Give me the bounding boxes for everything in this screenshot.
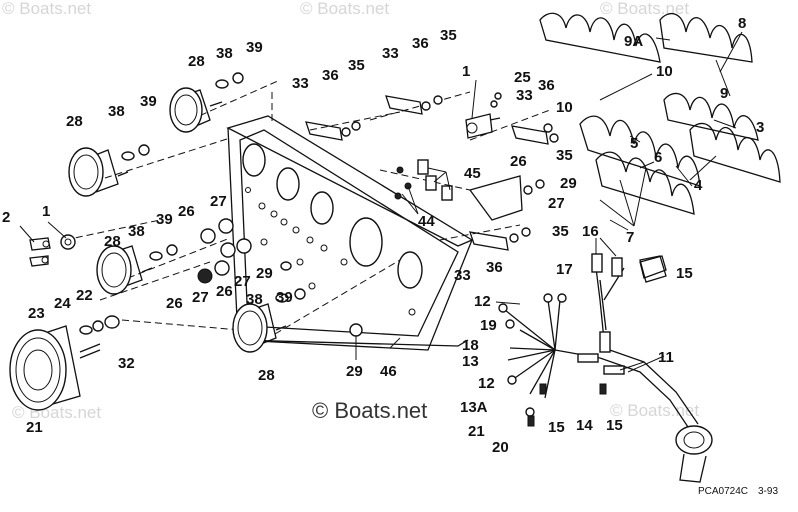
callout-13: 12 — [474, 293, 491, 310]
watermark-top-center: © Boats.net — [300, 0, 389, 18]
callout-6: 6 — [654, 149, 662, 166]
callout-20: 18 — [462, 337, 479, 354]
callout-22: 20 — [492, 439, 509, 456]
callout-38: 35 — [552, 223, 569, 240]
watermark-bottom-right: © Boats.net — [610, 401, 699, 420]
callout-45: 46 — [380, 363, 397, 380]
callout-1: 1 — [42, 203, 50, 220]
callout-40: 38 — [216, 45, 233, 62]
toggle-switches — [394, 159, 453, 201]
dash-panel — [226, 115, 474, 351]
callout-36: 28 — [66, 113, 83, 130]
callout-36: 28 — [258, 367, 275, 384]
callout-36: 28 — [104, 233, 121, 250]
callout-40: 38 — [108, 103, 125, 120]
callout-39: 36 — [322, 67, 339, 84]
callout-16: 15 — [606, 417, 623, 434]
callout-43: 44 — [418, 213, 435, 230]
callout-15: 14 — [576, 417, 593, 434]
gauge-36-top — [169, 87, 223, 133]
callout-21: 19 — [480, 317, 497, 334]
callout-33: 27 — [192, 289, 209, 306]
callout-23: 21 — [468, 423, 485, 440]
alignment-lines — [64, 79, 551, 335]
callout-38: 35 — [556, 147, 573, 164]
callout-27: 24 — [54, 295, 71, 312]
callout-9A: 9A — [624, 33, 643, 50]
gauge-36-middle — [96, 245, 153, 295]
callout-9: 9 — [720, 85, 728, 102]
callout-25: 22 — [76, 287, 93, 304]
callout-41: 39 — [276, 289, 293, 306]
callout-38: 35 — [440, 27, 457, 44]
callout-39: 36 — [486, 259, 503, 276]
callout-33: 27 — [234, 273, 251, 290]
callout-29: 32 — [118, 355, 135, 372]
retainer-clip — [639, 255, 667, 279]
callout-40: 38 — [128, 223, 145, 240]
callout-17: 15 — [676, 265, 693, 282]
leader-lines — [19, 31, 743, 373]
callout-16: 15 — [548, 419, 565, 436]
ignition-switch — [29, 113, 501, 267]
callout-30: 29 — [560, 175, 577, 192]
callout-13: 12 — [478, 375, 495, 392]
callout-12: 11 — [658, 349, 674, 366]
bulbs-sockets — [79, 72, 363, 337]
callout-37: 33 — [516, 87, 533, 104]
callout-39: 36 — [412, 35, 429, 52]
watermark-main: © Boats.net — [312, 398, 427, 423]
callout-13A: 13A — [460, 399, 488, 416]
revision-label: 3-93 — [758, 486, 778, 497]
callout-7: 7 — [626, 229, 634, 246]
grommets — [197, 218, 252, 284]
callout-44: 45 — [464, 165, 481, 182]
callout-4: 4 — [694, 177, 703, 194]
callout-33: 27 — [210, 193, 227, 210]
callout-19: 17 — [556, 261, 573, 278]
callout-37: 33 — [382, 45, 399, 62]
drawing-code: PCA0724C — [698, 486, 748, 497]
callout-37: 33 — [454, 267, 471, 284]
callout-11: 10 — [556, 99, 573, 116]
watermark-top-left: © Boats.net — [2, 0, 91, 18]
callout-8: 8 — [738, 15, 746, 32]
callout-39: 36 — [538, 77, 555, 94]
callout-28: 26 — [510, 153, 527, 170]
callout-41: 39 — [140, 93, 157, 110]
callout-36: 28 — [188, 53, 205, 70]
callout-labels: 28 38 39 38 39 28 2 1 26 27 39 38 28 26 … — [2, 15, 764, 456]
gauge-36-bottom — [232, 303, 287, 353]
mounting-brackets — [305, 92, 559, 251]
callout-29: 27 — [548, 195, 565, 212]
wire-harness — [498, 253, 713, 483]
callout-40: 38 — [246, 291, 263, 308]
callout-31: 25 — [514, 69, 531, 86]
callout-18: 16 — [582, 223, 599, 240]
callout-32: 26 — [216, 283, 233, 300]
callout-41: 39 — [156, 211, 173, 228]
callout-10: 10 — [656, 63, 673, 80]
tachometer-24 — [9, 325, 101, 411]
callout-2: 2 — [2, 209, 10, 226]
cover-frames — [539, 12, 781, 227]
callout-41: 39 — [246, 39, 263, 56]
gauge-36-left — [68, 147, 129, 197]
callout-14: 13 — [462, 353, 479, 370]
callout-37: 33 — [292, 75, 309, 92]
callout-32: 26 — [178, 203, 195, 220]
callout-32: 26 — [166, 295, 183, 312]
callout-35: 29 — [256, 265, 273, 282]
callout-38: 35 — [348, 57, 365, 74]
callout-5: 5 — [630, 135, 638, 152]
callout-1: 1 — [462, 63, 470, 80]
callout-24: 21 — [26, 419, 43, 436]
watermark-top-right: © Boats.net — [600, 0, 689, 18]
callout-3: 3 — [756, 119, 764, 136]
callout-35: 29 — [346, 363, 363, 380]
callout-26: 23 — [28, 305, 45, 322]
